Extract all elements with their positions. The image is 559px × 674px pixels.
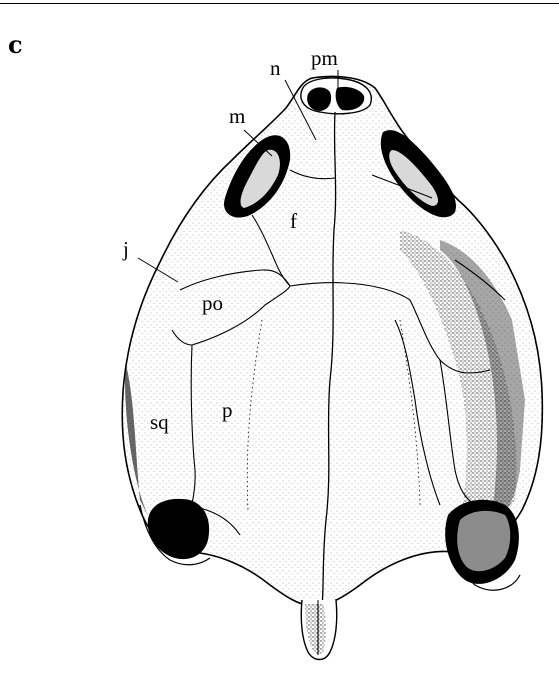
label-m: m (229, 106, 245, 127)
naris-left (307, 87, 331, 111)
label-f: f (290, 211, 297, 232)
label-sq: sq (150, 412, 169, 433)
label-j: j (123, 239, 129, 260)
label-n: n (270, 58, 281, 79)
label-pm: pm (311, 48, 338, 69)
label-p: p (222, 400, 233, 421)
label-po: po (202, 293, 223, 314)
